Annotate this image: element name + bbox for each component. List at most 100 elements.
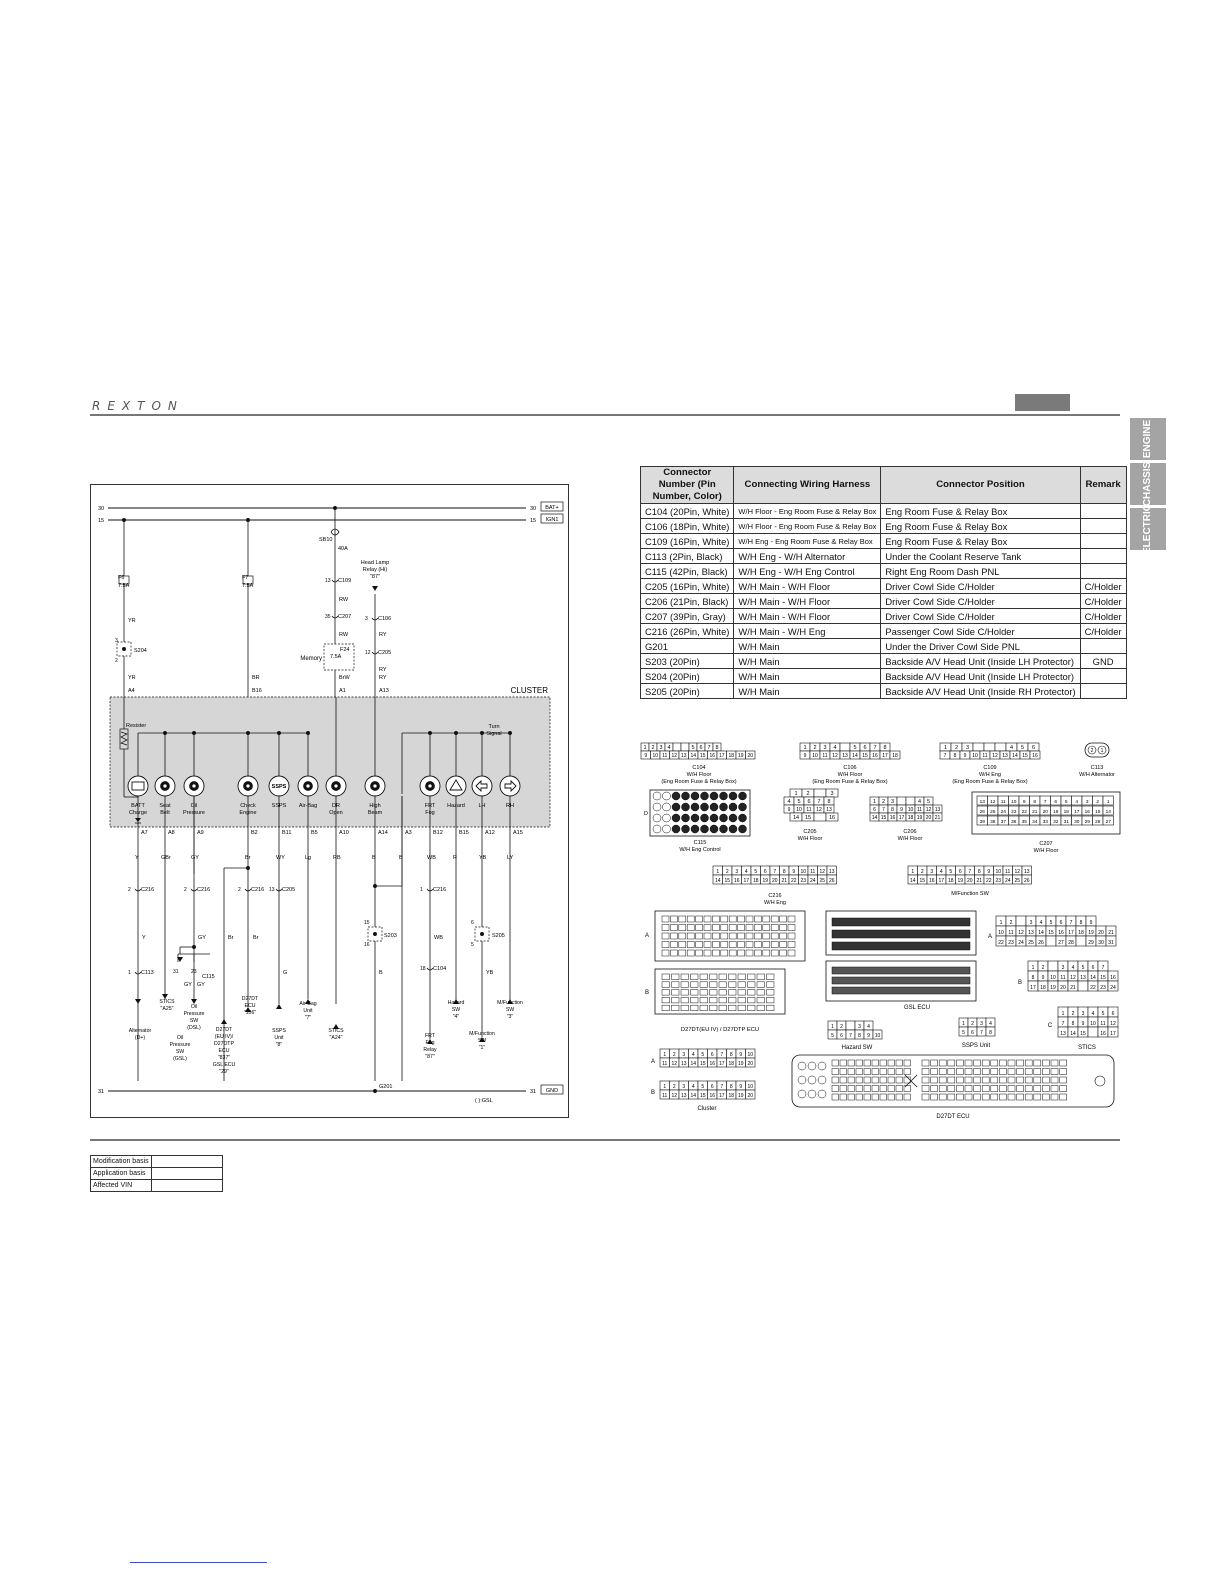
d27dt-pin <box>695 924 703 931</box>
pin-cell <box>1077 980 1089 992</box>
d27dt-pin <box>756 989 765 996</box>
connector-c113-label: C113 <box>141 970 154 976</box>
pin-label: 14 <box>872 815 878 821</box>
pin-label: 23 <box>1011 809 1017 815</box>
table-row: C115 (42Pin, Black)W/H Eng - W/H Eng Con… <box>639 563 1127 579</box>
glyph-hole <box>333 783 339 789</box>
tab-electric[interactable]: ELECTRIC <box>1130 504 1166 554</box>
pin-label: 9 <box>788 807 791 813</box>
wire-color-label: RY <box>379 675 387 681</box>
mod-value[interactable] <box>150 1179 223 1192</box>
glyph-hole <box>191 783 197 789</box>
connector-c205 <box>275 888 283 892</box>
table-cell: W/H Main <box>733 638 882 654</box>
d27dt-pin <box>703 924 712 931</box>
c115-pin <box>681 824 690 834</box>
pin-cell <box>1107 1026 1119 1038</box>
tab-chassis[interactable]: CHASSIS <box>1130 462 1166 506</box>
pin-label: 6 <box>807 799 810 805</box>
pin-label: 6 <box>764 869 767 875</box>
d27ecu-pin <box>938 1085 947 1092</box>
mod-value[interactable] <box>150 1167 223 1180</box>
pin-label: 16 <box>709 1061 715 1067</box>
d27dt-pin <box>720 915 729 923</box>
gnd-tag-label: GND <box>546 1088 558 1094</box>
pin-label: 13 <box>1060 1031 1066 1037</box>
pin-label: 22 <box>1090 985 1096 991</box>
pin-label: 10 <box>652 753 658 759</box>
fuse-f24-rating: 7.5A <box>330 654 342 660</box>
d27ecu-pin <box>1042 1085 1050 1092</box>
hazard-icon <box>445 775 467 797</box>
pin-label: 3 <box>891 799 894 805</box>
destination-label: "A25" <box>161 1006 174 1012</box>
d27dt-pin <box>770 915 779 923</box>
c115-pin <box>662 802 671 812</box>
destination-label: FRT <box>425 1033 436 1039</box>
d27dt-pin <box>678 932 687 940</box>
pin-label: 7 <box>773 869 776 875</box>
d27ecu-pin <box>879 1093 887 1101</box>
pin-cell <box>972 742 985 752</box>
d27ecu-pin <box>1033 1076 1042 1084</box>
bottom-link-underline[interactable] <box>130 1562 267 1563</box>
pin-label: 10 <box>812 753 818 759</box>
pin-label: 9 <box>1082 1021 1085 1027</box>
wire-color-label: RB <box>333 855 341 861</box>
d27ecu-pin <box>1059 1093 1067 1101</box>
d27ecu-pin <box>887 1093 895 1101</box>
table-cell: C115 (42Pin, Black) <box>639 563 735 579</box>
pin-label: 20 <box>772 878 778 884</box>
c115-pin <box>662 813 671 823</box>
pin-label: 25 <box>990 809 996 815</box>
destination-arrow <box>191 999 197 1004</box>
pin-label: 10 <box>875 1033 881 1039</box>
pin-cell <box>985 1026 996 1037</box>
pin-label: 26 <box>980 809 986 815</box>
d27dt-pin <box>703 941 712 948</box>
pin-label: 23 <box>1008 940 1014 946</box>
table-cell: Driver Cowl Side C/Holder <box>880 608 1081 624</box>
pin-label: 9 <box>1023 799 1026 805</box>
pin-label: 7 <box>1070 920 1073 926</box>
pin-label: 12 <box>671 753 677 759</box>
pin-cell <box>1107 980 1119 992</box>
d27ecu-pin <box>921 1059 930 1067</box>
table-cell: S205 (20Pin) <box>639 683 735 699</box>
d27dt-pin <box>712 941 720 948</box>
destination-arrow <box>177 957 183 962</box>
col-position: Connector Position <box>880 466 1081 504</box>
pin-label: 25 <box>1028 940 1034 946</box>
pin-label: 4 <box>833 745 836 751</box>
c115-pin <box>709 824 719 834</box>
pin-label: 10 <box>1090 1021 1096 1027</box>
d27dt-pin <box>754 915 762 923</box>
destination-arrow <box>453 999 459 1004</box>
table-cell: Driver Cowl Side C/Holder <box>880 593 1081 609</box>
pin-label: 18 <box>1078 930 1084 936</box>
pin-label: 3 <box>1030 920 1033 926</box>
d27ecu-pin <box>964 1068 973 1075</box>
d27dt-pin <box>779 924 787 931</box>
d27ecu-pin <box>1016 1076 1024 1084</box>
mod-value[interactable] <box>150 1155 223 1168</box>
table-cell: W/H Main <box>733 653 882 669</box>
d27ecu-pin <box>863 1068 871 1075</box>
pin-label: 2 <box>921 869 924 875</box>
destination-label: Oil <box>177 1035 183 1041</box>
destination-label: SW <box>452 1007 460 1013</box>
table-cell: C205 (16Pin, White) <box>639 578 735 594</box>
d27ecu-pin <box>938 1093 947 1101</box>
cluster-a-label: A <box>651 1059 655 1065</box>
wire-color-label: GBr <box>161 855 171 861</box>
d27ecu-large-pin <box>797 1061 807 1071</box>
tab-engine[interactable]: ENGINE <box>1130 418 1166 460</box>
d27dt-pin <box>671 1004 680 1011</box>
table-cell: C206 (21Pin, Black) <box>639 593 735 609</box>
pin-label: 15 <box>1100 975 1106 981</box>
pin-label: 26 <box>829 878 835 884</box>
junction-dot <box>192 945 196 949</box>
